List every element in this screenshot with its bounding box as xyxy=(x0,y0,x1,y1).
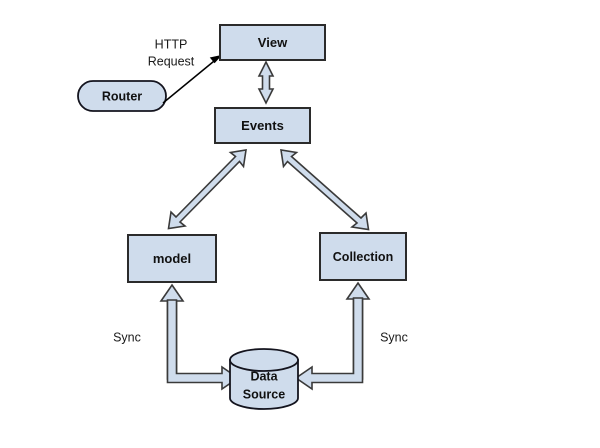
router-label: Router xyxy=(102,89,142,103)
arrowhead xyxy=(209,54,223,64)
node-collection[interactable]: Collection xyxy=(319,232,407,281)
collection-shape xyxy=(319,232,407,281)
model-label: model xyxy=(153,251,191,266)
node-view[interactable]: View xyxy=(219,24,326,61)
edge-events-collection xyxy=(280,149,370,231)
sync-left-text: Sync xyxy=(113,330,141,344)
edge-events-model xyxy=(167,149,247,230)
collection-label: Collection xyxy=(333,250,393,264)
datasource-top xyxy=(229,348,299,372)
label-sync-left: Sync xyxy=(113,330,141,344)
datasource-label-line2: Source xyxy=(243,387,285,401)
label-http-request: HTTP Request xyxy=(148,37,195,68)
view-label: View xyxy=(258,35,288,50)
edge-view-events xyxy=(257,60,275,105)
node-events[interactable]: Events xyxy=(214,107,311,144)
node-router[interactable]: Router xyxy=(77,80,167,112)
edge-collection-to-datasource xyxy=(294,297,364,391)
node-datasource[interactable]: Data Source xyxy=(229,348,299,410)
label-sync-right: Sync xyxy=(380,330,408,344)
sync-right-text: Sync xyxy=(380,330,408,344)
http-request-line2: Request xyxy=(148,54,195,68)
datasource-body xyxy=(229,359,299,410)
edge-router-to-view xyxy=(162,54,223,104)
router-shape xyxy=(77,80,167,112)
edge-model-to-datasource xyxy=(166,299,240,391)
view-shape xyxy=(219,24,326,61)
events-shape xyxy=(214,107,311,144)
model-shape xyxy=(127,234,217,283)
node-model[interactable]: model xyxy=(127,234,217,283)
http-request-line1: HTTP xyxy=(155,37,188,51)
events-label: Events xyxy=(241,118,284,133)
datasource-label-line1: Data xyxy=(250,369,278,383)
